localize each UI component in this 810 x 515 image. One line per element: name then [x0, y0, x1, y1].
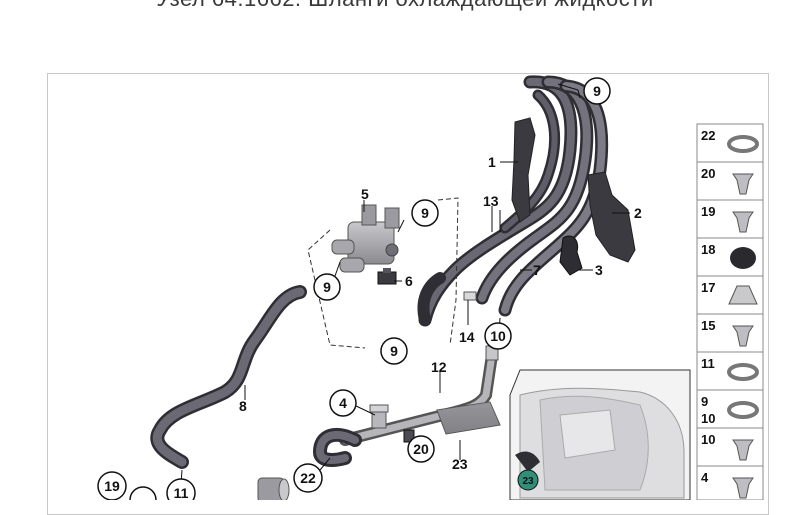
label-part-12: 12	[431, 359, 447, 375]
callout-22-text: 22	[300, 470, 316, 486]
sidebar-part-icon	[732, 439, 754, 461]
callout-4: 4	[329, 389, 357, 417]
callout-9-top-text: 9	[593, 83, 601, 99]
sidebar-part-number: 11	[701, 356, 715, 371]
sidebar-part-number: 19	[701, 204, 715, 219]
clip-part-3	[559, 235, 583, 276]
callout-9-bottom-text: 9	[390, 343, 398, 359]
sidebar-part-icon	[732, 477, 754, 499]
sidebar-part-number: 15	[701, 318, 715, 333]
callout-19: 19	[97, 471, 127, 500]
sidebar-cell: 22	[697, 128, 763, 163]
sidebar-part-number: 4	[701, 470, 709, 485]
label-part-13: 13	[483, 193, 499, 209]
sidebar-cell: 10	[697, 432, 763, 467]
sidebar-part-number-secondary: 10	[701, 411, 715, 426]
sidebar-cell: 9	[697, 394, 763, 429]
sidebar-cell: 4	[701, 470, 754, 499]
bracket-part-2	[587, 171, 636, 263]
callout-9-bottom: 9	[380, 337, 408, 365]
callout-9-left: 9	[313, 273, 341, 301]
sidebar-cell: 18	[697, 242, 763, 277]
label-part-7: 7	[533, 262, 541, 278]
sidebar-cell: 17	[697, 280, 763, 315]
callout-9-top: 9	[583, 77, 611, 105]
callout-11: 11	[166, 478, 196, 500]
sidebar-part-icon	[728, 285, 758, 305]
callout-9-left-text: 9	[323, 279, 331, 295]
rubber-bushing	[257, 477, 290, 500]
hose-end-bottom	[312, 427, 362, 467]
fasteners-sidebar: 22 20 19 18 17 15 11 9 10 4 10	[696, 123, 764, 500]
sidebar-part-icon	[730, 247, 756, 269]
sidebar-part-number: 17	[701, 280, 715, 295]
sidebar-part-number: 10	[701, 432, 715, 447]
leader-lines	[180, 83, 630, 485]
foam-pad-part-23	[436, 401, 501, 435]
inset-detail	[509, 369, 691, 500]
callout-22: 22	[293, 463, 323, 493]
callout-4-text: 4	[339, 395, 347, 411]
callout-19-text: 19	[104, 478, 120, 494]
callout-9-valve-text: 9	[421, 205, 429, 221]
label-part-23: 23	[452, 456, 468, 472]
sidebar-part-number: 22	[701, 128, 715, 143]
label-part-5: 5	[361, 186, 369, 202]
callout-20: 20	[407, 435, 435, 463]
sidebar-part-icon	[732, 211, 754, 233]
valve-part-5	[331, 204, 400, 273]
label-part-6: 6	[405, 273, 413, 289]
clip-part-14	[463, 291, 477, 301]
connector-part-4	[369, 404, 389, 429]
sidebar-part-icon	[732, 325, 754, 347]
label-part-2: 2	[634, 205, 642, 221]
connector-part-6	[377, 268, 397, 285]
page-title: Узел 64.1662. Шланги охлаждающей жидкост…	[0, 0, 810, 12]
hose-valve-connector	[417, 272, 446, 326]
sidebar-cell: 11	[697, 356, 763, 391]
sidebar-cell: 20	[697, 166, 763, 201]
sidebar-cell: 15	[697, 318, 763, 353]
plug-part-20	[403, 429, 415, 443]
callout-23-inset: 23	[517, 469, 539, 491]
callout-20-text: 20	[413, 441, 429, 457]
callout-10: 10	[484, 322, 512, 350]
callout-11-text: 11	[174, 485, 189, 500]
sidebar-part-icon	[727, 401, 759, 419]
sidebar-part-icon	[727, 363, 759, 381]
hose-part-8	[150, 285, 307, 469]
sidebar-part-number: 20	[701, 166, 715, 181]
callout-10-text: 10	[490, 328, 506, 344]
parts-diagram: 22 20 19 18 17 15 11 9 10 4 10 1 2 3 5 6 7 8 12 13…	[97, 75, 764, 500]
dashed-leader-lines	[307, 197, 459, 349]
sidebar-cell: 19	[697, 204, 763, 239]
label-part-3: 3	[595, 262, 603, 278]
label-part-14: 14	[459, 329, 475, 345]
label-part-1: 1	[488, 154, 496, 170]
sidebar-part-number: 18	[701, 242, 715, 257]
callout-partial-bottom	[129, 486, 157, 500]
callout-23-inset-text: 23	[522, 476, 534, 487]
label-part-8: 8	[239, 398, 247, 414]
sidebar-part-number: 9	[701, 394, 708, 409]
sidebar-part-icon	[732, 173, 754, 195]
sidebar-part-icon	[727, 135, 759, 153]
callout-9-valve: 9	[411, 199, 439, 227]
bracket-part-1	[511, 117, 536, 223]
